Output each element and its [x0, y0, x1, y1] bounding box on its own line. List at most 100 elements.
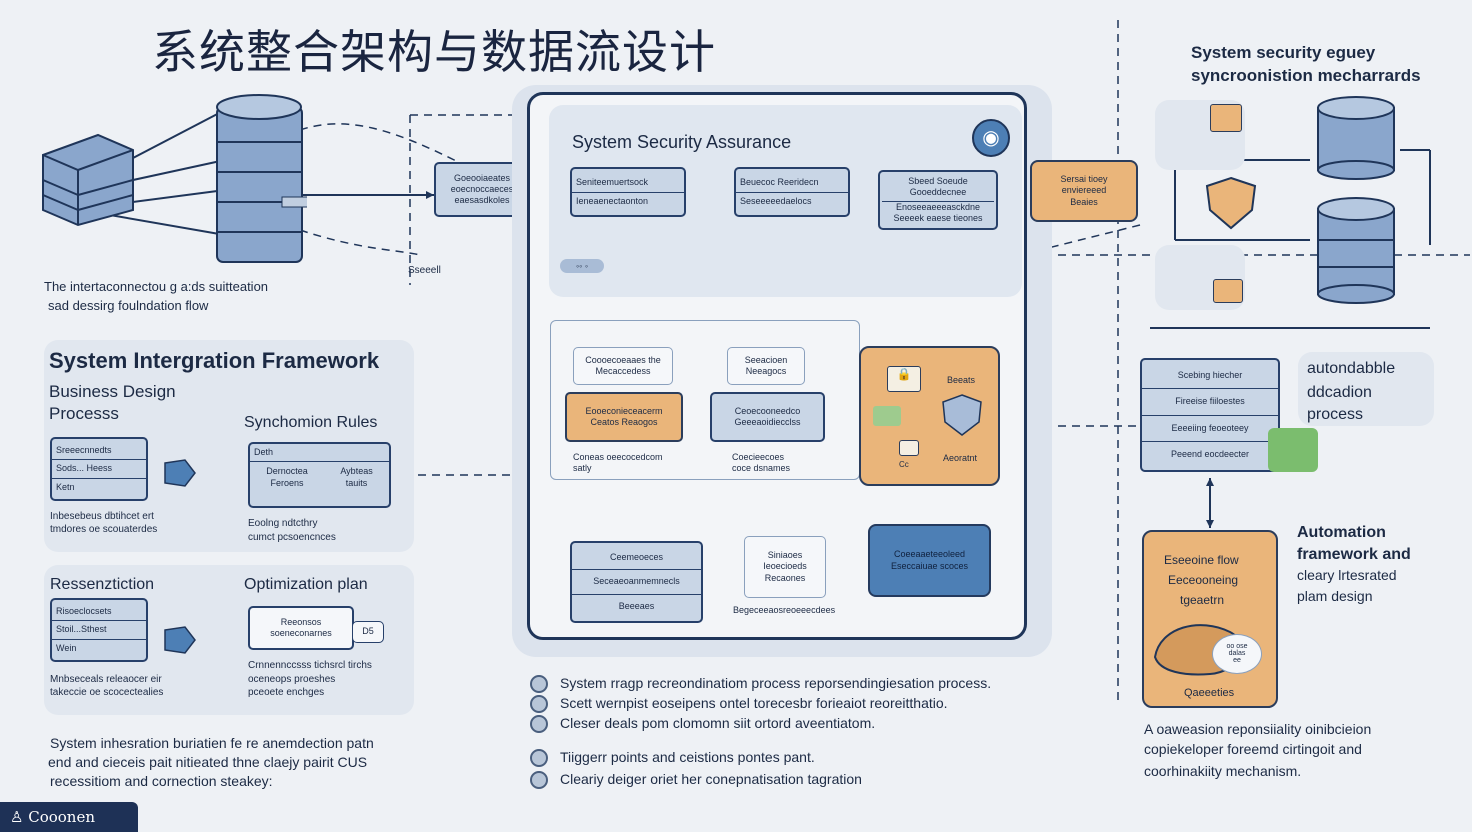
right-orange-line: Beaies: [1070, 196, 1098, 207]
process-node-2[interactable]: Seeacioen Neeagocs: [727, 347, 805, 385]
shield-icon: [942, 394, 982, 436]
business-list-item[interactable]: Ketn: [56, 481, 75, 492]
list2-caption-1: Mnbseceals releaocer eir: [50, 674, 162, 685]
optim-caption-3: pceoete enchges: [248, 687, 325, 698]
business-list-item[interactable]: Sreeecnnedts: [52, 442, 146, 461]
resse-list-item[interactable]: Stoil...Sthest: [52, 621, 146, 640]
shield-arrow-icon: [164, 459, 196, 487]
security-box-b-row: Seniteemuertsock: [572, 174, 684, 193]
flow-list-item[interactable]: Seceaeoanmemnecls: [572, 570, 701, 595]
gateway-line-3: eaesasdkoles: [454, 195, 510, 206]
security-box-d-line: Gooeddecnee: [909, 187, 967, 198]
right-caption-3: coorhinakiity mechanism.: [1144, 763, 1302, 779]
bullet-text: Cleariy deiger oriet her conepnatisation…: [560, 771, 862, 787]
sync-rules-right-2: tauits: [345, 477, 368, 488]
flow-list-item[interactable]: Ceemeoeces: [572, 546, 701, 571]
resse-list-item[interactable]: Risoeclocsets: [52, 603, 146, 622]
right-caption-2: copiekeloper foreemd cirtingoit and: [1144, 741, 1362, 757]
integration-hub[interactable]: 🔒 Beeats Cc Aeoratnt: [859, 346, 1000, 486]
hub-label-a: Beeats: [947, 375, 976, 385]
security-box-d-line: Sbeed Soeude: [908, 176, 968, 186]
process-node-4-line: Ceoecooneedco: [734, 405, 801, 416]
gateway-line-2: eoecnoccaeces: [450, 183, 514, 194]
eye-icon[interactable]: ◉: [972, 119, 1010, 157]
optim-caption-2: oceneops proeshes: [248, 674, 336, 685]
business-list-item[interactable]: Sods... Heess: [52, 460, 146, 479]
top-left-caption-2: sad dessirg foulndation flow: [48, 298, 209, 313]
security-box-b-row: Ieneaenectaonton: [576, 195, 649, 206]
bullet-icon: [530, 715, 548, 733]
flow-node[interactable]: Siniaoes Ieoecioeds Recaones: [744, 536, 826, 598]
process-node-2-line: Seeacioen: [744, 354, 788, 365]
right-list-item[interactable]: Fireeise fiiloestes: [1142, 389, 1278, 416]
flow-list[interactable]: Ceemeoeces Seceaeoanmemnecls Beeeaes: [570, 541, 703, 623]
right-list[interactable]: Scebing hiecher Fireeise fiiloestes Eeee…: [1140, 358, 1280, 472]
process-caption-1b: satly: [573, 463, 592, 473]
sync-rules-right-1: Aybteas: [340, 466, 373, 477]
escalation-flow-box[interactable]: Eseeoine flow Eeceooneing tgeaetrn oo os…: [1142, 530, 1278, 708]
database-icon: [1317, 96, 1395, 180]
list1-caption-1: Inbesebeus dbtihcet ert: [50, 511, 154, 522]
optimization-box[interactable]: Reeonsos soeneconarnes: [248, 606, 354, 650]
bullet-text: Tiiggerr points and ceistions pontes pan…: [560, 749, 815, 765]
process-node-4[interactable]: Ceoecooneedco Geeeaoidiecclss: [710, 392, 825, 442]
ebox-footer: Qaeeeties: [1184, 687, 1235, 699]
security-box-b[interactable]: Seniteemuertsock Ieneaenectaonton: [570, 167, 686, 217]
right-title-2: syncroonistion mecharrards: [1191, 66, 1421, 85]
right-list-item[interactable]: Eeeeiing feoeoteey: [1142, 416, 1278, 442]
ebox-line-3: tgeaetrn: [1180, 593, 1225, 607]
database-stack-icon: [216, 94, 307, 263]
security-box-d[interactable]: Sbeed Soeude Gooeddecnee Enoseeaeeeasckd…: [878, 170, 998, 230]
resse-list[interactable]: Risoeclocsets Stoil...Sthest Wein: [50, 598, 148, 662]
output-node[interactable]: Coeeaaeteeoleed Eseccaiuae scoces: [868, 524, 991, 597]
process-node-1-line: Coooecoeaaes the: [585, 354, 661, 365]
ebox-line-2: Eeceooneing: [1168, 573, 1239, 587]
security-box-d-line: Seeeek eaese tieones: [893, 212, 983, 223]
right-orange-line: enviereeed: [1061, 185, 1107, 196]
optimization-title: Optimization plan: [244, 576, 368, 593]
bullet-icon: [530, 675, 548, 693]
status-pill: ◦◦ ◦: [560, 259, 604, 273]
security-box-d-line: Enoseeaeeeasckdne: [882, 200, 994, 213]
security-title: System Security Assurance: [572, 132, 792, 152]
process-node-3[interactable]: Eooeconieceacerm Ceatos Reaogos: [565, 392, 683, 442]
right-list-item[interactable]: Peeend eocdeecter: [1170, 448, 1250, 459]
resse-title: Ressenztiction: [50, 576, 155, 593]
server-stack-icon: [42, 133, 134, 227]
flow-node-line: Recaones: [764, 572, 806, 583]
green-doc-icon: [1268, 428, 1318, 472]
bottom-caption-1: System inhesration buriatien fe re anemd…: [50, 735, 374, 751]
framework-title: System Intergration Framework: [49, 348, 380, 373]
process-node-1-line: Mecaccedess: [595, 366, 651, 376]
automation-title-4: plam design: [1297, 588, 1373, 604]
hub-label-b: Aeoratnt: [943, 453, 978, 463]
right-orange-box[interactable]: Sersai tioey enviereeed Beaies: [1030, 160, 1138, 222]
security-box-c[interactable]: Beuecoc Reeridecn Seseeeeedaelocs: [734, 167, 850, 217]
business-list[interactable]: Sreeecnnedts Sods... Heess Ketn: [50, 437, 148, 501]
optim-box-line-2: soeneconarnes: [270, 628, 332, 638]
security-box-c-row: Seseeeeedaelocs: [740, 195, 812, 206]
automation-title-3: cleary lrtesrated: [1297, 567, 1397, 583]
brand-logo[interactable]: ♙ Cooonen: [0, 802, 138, 832]
ebox-badge-line: ee: [1233, 657, 1241, 664]
auto-title-2: ddcadion: [1307, 384, 1372, 401]
hub-label-c: Cc: [899, 460, 909, 469]
bullet-icon: [530, 771, 548, 789]
sync-rules-header: Deth: [250, 444, 389, 463]
bullet-text: Scett wernpist eoseipens ontel torecesbr…: [560, 695, 948, 711]
bottom-caption-2: end and cieceis pait nitieated thne clae…: [48, 754, 368, 770]
automation-title-1: Automation: [1297, 524, 1386, 541]
process-node-1[interactable]: Coooecoeaaes the Mecaccedess: [573, 347, 673, 385]
logo-icon: ♙: [10, 808, 24, 826]
resse-list-item[interactable]: Wein: [56, 642, 77, 653]
right-caption-1: A oaweasion reponsiiality oinibcieion: [1144, 721, 1372, 737]
sseeell-tag: Sseeell: [408, 265, 441, 276]
right-list-item[interactable]: Scebing hiecher: [1142, 363, 1278, 390]
flow-list-item[interactable]: Beeeaes: [618, 600, 655, 611]
rules-caption-2: cumct pcsoencnces: [248, 532, 336, 543]
auto-panel: [1298, 352, 1434, 426]
logo-text: Cooonen: [28, 808, 96, 826]
ebox-badge: oo ose dalas ee: [1212, 634, 1262, 674]
bottom-caption-3: recessitiom and cornection steakey:: [50, 773, 273, 789]
